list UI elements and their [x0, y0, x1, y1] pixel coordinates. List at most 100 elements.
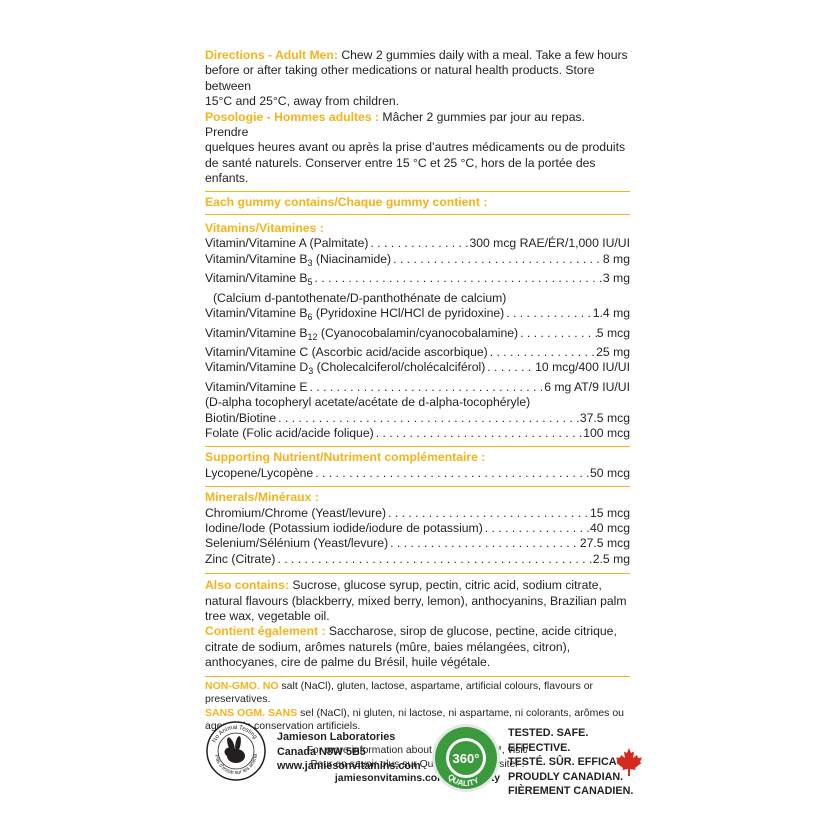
- ingredient-value: 15 mcg: [590, 505, 630, 520]
- leader-dots: [308, 380, 545, 395]
- ingredient-label: Vitamin/Vitamine B6 (Pyridoxine HCl/HCl …: [205, 306, 504, 325]
- supplement-facts-panel: Directions - Adult Men: Chew 2 gummies d…: [205, 48, 630, 786]
- ingredient-label: Vitamin/Vitamine D3 (Cholecalciferol/cho…: [205, 360, 485, 379]
- ingredient-label: Chromium/Chrome (Yeast/levure): [205, 505, 387, 520]
- ingredient-value: 100 mcg: [583, 425, 630, 440]
- minerals-heading: Minerals/Minéraux :: [205, 490, 319, 505]
- divider: [205, 573, 630, 575]
- also-contains-en: Also contains: Sucrose, glucose syrup, p…: [205, 578, 630, 624]
- leader-dots: [388, 536, 580, 551]
- ingredient-row-vitamin-a: Vitamin/Vitamine A (Palmitate) 300 mcg RA…: [205, 236, 630, 251]
- directions-fr-label: Posologie - Hommes adultes :: [205, 109, 380, 124]
- tagline-line: FIÈREMENT CANADIEN.: [508, 785, 634, 798]
- ingredient-label: Vitamin/Vitamine E: [205, 379, 308, 394]
- label-text: Vitamin/Vitamine B: [205, 325, 308, 340]
- ingredient-row-vitamin-b12: Vitamin/Vitamine B12 (Cyanocobalamin/cya…: [205, 326, 630, 345]
- company-website-link[interactable]: www.jamiesonvitamins.com: [277, 760, 421, 772]
- label-text: Vitamin/Vitamine B: [205, 271, 308, 286]
- ingredient-label: Vitamin/Vitamine A (Palmitate): [205, 236, 369, 251]
- label-text: Vitamin/Vitamine B: [205, 306, 308, 321]
- ingredient-row-iodine: Iodine/Iode (Potassium iodide/iodure de …: [205, 521, 630, 536]
- label-text: (Niacinamide): [312, 251, 392, 266]
- also-contains-fr-label: Contient également :: [205, 624, 326, 639]
- ingredient-value: 27.5 mcg: [579, 536, 630, 551]
- directions-fr-line2: quelques heures avant ou après la prise …: [205, 140, 626, 155]
- ingredient-value: 6 mg AT/9 IU/UI: [544, 379, 630, 394]
- ingredient-row-biotin: Biotin/Biotine 37.5 mcg: [205, 411, 630, 426]
- also-contains-fr-text: Saccharose, sirop de glucose, pectine, a…: [205, 624, 617, 670]
- tagline-line: PROUDLY CANADIAN.: [508, 770, 624, 783]
- ingredient-row-chromium: Chromium/Chrome (Yeast/levure) 15 mcg: [205, 506, 630, 521]
- no-animal-testing-icon: No Animal Testing Pas d'essai sur les an…: [205, 720, 266, 781]
- non-gmo-en-label: NON-GMO. NO: [205, 679, 279, 692]
- subscript: 5: [307, 277, 313, 288]
- ingredient-row-vitamin-c: Vitamin/Vitamine C (Ascorbic acid/acide …: [205, 345, 630, 360]
- leader-dots: [391, 252, 603, 267]
- each-gummy-heading: Each gummy contains/Chaque gummy contien…: [205, 194, 488, 209]
- divider: [205, 675, 630, 677]
- leader-dots: [275, 552, 592, 567]
- directions-en-text: Chew 2 gummies daily with a meal. Take a…: [337, 48, 628, 62]
- ingredient-row-folate: Folate (Folic acid/acide folique) 100 mcg: [205, 426, 630, 441]
- ingredient-value: 1.4 mg: [592, 306, 630, 321]
- subscript: 12: [307, 331, 318, 342]
- leader-dots: [488, 345, 596, 360]
- non-gmo-fr-label: SANS OGM. SANS: [205, 706, 298, 719]
- ingredient-label: Vitamin/Vitamine B3 (Niacinamide): [205, 252, 391, 271]
- ingredient-value: 5 mcg: [596, 325, 630, 340]
- divider: [205, 214, 630, 216]
- directions-en-line3: 15°C and 25°C, away from children.: [205, 94, 400, 109]
- maple-leaf-icon: [616, 748, 642, 776]
- also-contains-en-text: Sucrose, glucose syrup, pectin, citric a…: [205, 578, 627, 623]
- ingredient-label: Lycopene/Lycopène: [205, 465, 314, 480]
- leader-dots: [485, 360, 535, 375]
- ingredient-label: Biotin/Biotine: [205, 410, 277, 425]
- company-name: Jamieson Laboratories: [277, 731, 396, 743]
- quality-badge-number: 360°: [453, 751, 480, 766]
- label-text: Vitamin/Vitamine B: [205, 251, 308, 266]
- divider: [205, 446, 630, 448]
- directions-en: Directions - Adult Men: Chew 2 gummies d…: [205, 48, 630, 63]
- company-postal: Canada N8W 5B5: [277, 745, 366, 758]
- ingredient-label: Folate (Folic acid/acide folique): [205, 425, 374, 440]
- leader-dots: [386, 506, 590, 521]
- ingredient-label: Vitamin/Vitamine B5: [205, 271, 313, 290]
- ingredient-row-vitamin-d3: Vitamin/Vitamine D3 (Cholecalciferol/cho…: [205, 360, 630, 379]
- directions-fr-line3: de santé naturels. Conserver entre 15 °C…: [205, 155, 596, 186]
- footer: No Animal Testing Pas d'essai sur les an…: [205, 720, 642, 800]
- subscript: 3: [308, 366, 314, 377]
- also-contains-fr: Contient également : Saccharose, sirop d…: [205, 624, 630, 670]
- ingredient-row-vitamin-b6: Vitamin/Vitamine B6 (Pyridoxine HCl/HCl …: [205, 306, 630, 325]
- quality-url-link[interactable]: jamiesonvitamins.com/360quality: [334, 773, 501, 784]
- ingredient-value: 10 mcg/400 IU/UI: [535, 360, 630, 375]
- ingredient-value: 37.5 mcg: [579, 410, 630, 425]
- divider: [205, 190, 630, 192]
- ingredient-value: 40 mcg: [590, 520, 630, 535]
- ingredient-row-selenium: Selenium/Sélénium (Yeast/levure) 27.5 mcg: [205, 536, 630, 551]
- directions-en-line2: before or after taking other medications…: [205, 63, 595, 93]
- divider: [205, 486, 630, 488]
- more-info-line-en: For more information about 360° Quality™…: [306, 745, 529, 756]
- ingredient-value: 25 mg: [596, 344, 630, 359]
- ingredient-value: 300 mcg RAE/ÉR/1,000 IU/UI: [469, 236, 630, 251]
- more-info-block: For more information about 360° Quality™…: [205, 744, 630, 786]
- leader-dots: [518, 326, 597, 341]
- leader-dots: [483, 521, 590, 536]
- label-text: (Cholecalciferol/cholécalciférol): [313, 360, 486, 375]
- more-info-line-fr: Pour en savoir plus sur Qualité 360°ᴹᶜ, …: [310, 759, 525, 770]
- ingredient-row-lycopene: Lycopene/Lycopène50 mcg: [205, 466, 630, 481]
- ingredient-label: Selenium/Sélénium (Yeast/levure): [205, 536, 389, 551]
- leader-dots: [368, 236, 469, 251]
- ingredient-value: 3 mg: [602, 271, 630, 286]
- vitamin-b5-note: (Calcium d-pantothenate/D-panthothénate …: [213, 290, 507, 305]
- leader-dots: [504, 306, 593, 321]
- tagline-line: TESTED. SAFE. EFFECTIVE.: [508, 727, 589, 754]
- also-contains-en-label: Also contains:: [205, 578, 289, 593]
- vitamin-e-note: (D-alpha tocopheryl acetate/acétate de d…: [205, 395, 531, 410]
- vitamins-heading: Vitamins/Vitamines :: [205, 221, 324, 236]
- tagline-line: TESTÉ. SÛR. EFFICACE.: [508, 756, 635, 769]
- subscript: 6: [307, 312, 313, 323]
- supporting-heading: Supporting Nutrient/Nutriment complément…: [205, 450, 486, 465]
- label-text: (Cyanocobalamin/cyanocobalamine): [317, 325, 519, 340]
- ingredient-row-vitamin-e: Vitamin/Vitamine E 6 mg AT/9 IU/UI: [205, 380, 630, 395]
